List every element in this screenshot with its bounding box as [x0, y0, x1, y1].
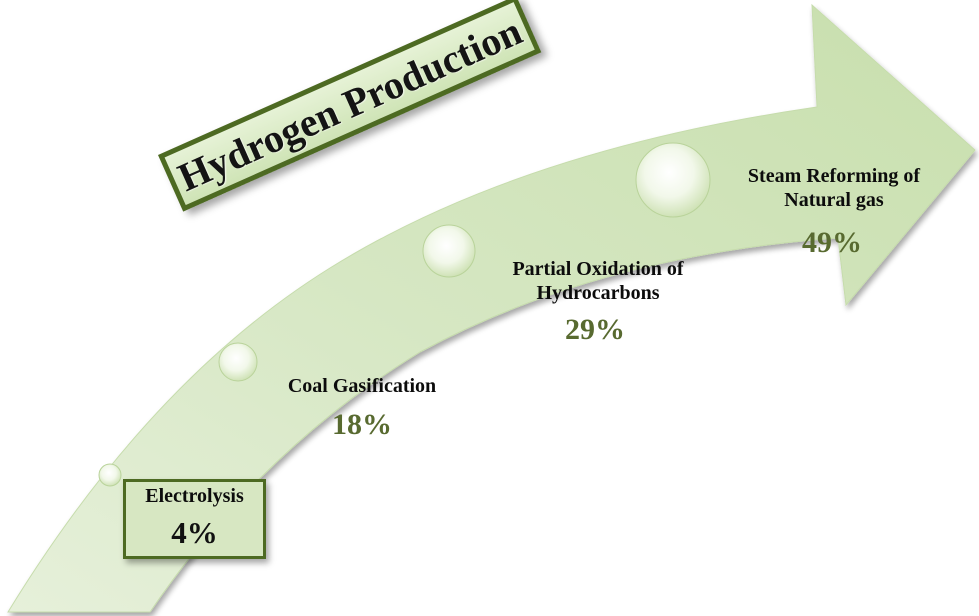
partial-oxidation-label: Partial Oxidation of Hydrocarbons — [512, 258, 684, 304]
growth-arrow — [7, 3, 976, 613]
electrolysis-label: Electrolysis — [145, 485, 244, 507]
coal-gasification-label: Coal Gasification — [287, 375, 437, 397]
steam-reforming-marker — [635, 142, 711, 218]
partial-oxidation-percent: 29% — [565, 313, 625, 346]
steam-reforming-label: Steam Reforming of Natural gas — [747, 165, 921, 211]
electrolysis-marker — [98, 463, 122, 487]
electrolysis-percent: 4% — [171, 515, 218, 550]
coal-gasification-marker — [218, 342, 258, 382]
coal-gasification-percent: 18% — [332, 408, 392, 441]
electrolysis-box — [123, 479, 266, 559]
partial-oxidation-marker — [422, 224, 476, 278]
steam-reforming-percent: 49% — [802, 226, 862, 259]
